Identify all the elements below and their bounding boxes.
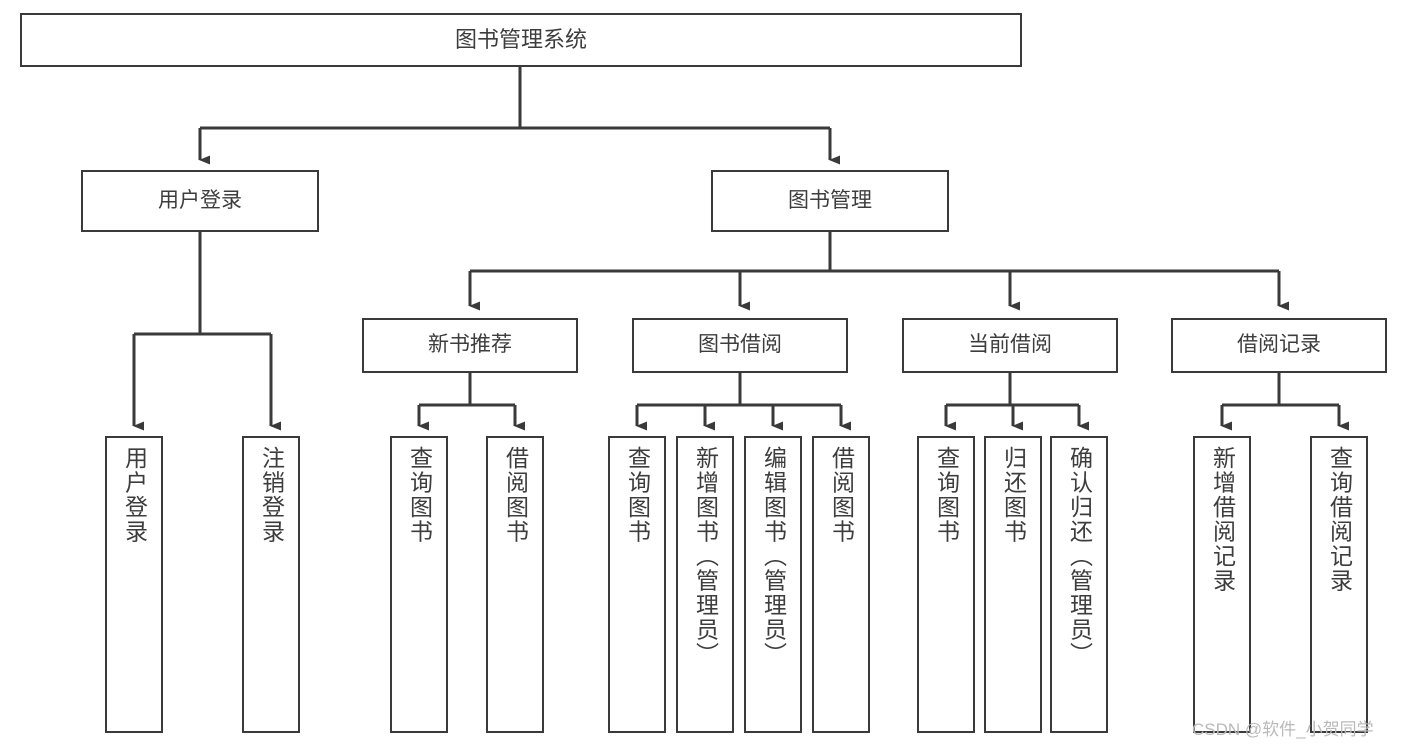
leaf-bb-query-book[interactable]: 查询图书 (608, 436, 666, 733)
node-new-book-recommend[interactable]: 新书推荐 (362, 318, 578, 373)
node-label: 查询借阅记录 (1326, 446, 1353, 593)
leaf-cb-query-book[interactable]: 查询图书 (917, 436, 975, 733)
node-book-borrow[interactable]: 图书借阅 (632, 318, 848, 373)
leaf-user-login[interactable]: 用户登录 (105, 436, 163, 733)
node-label: 图书管理系统 (454, 27, 587, 53)
node-label: 用户登录 (121, 446, 148, 544)
leaf-cb-confirm-return-admin[interactable]: 确认归还（管理员） (1050, 436, 1108, 733)
node-label: 查询图书 (933, 446, 960, 544)
leaf-br-add-record[interactable]: 新增借阅记录 (1193, 436, 1251, 733)
node-user-login[interactable]: 用户登录 (81, 170, 319, 232)
node-label: 图书借阅 (698, 333, 782, 357)
node-label: 借阅图书 (828, 446, 855, 544)
node-label: 新书推荐 (428, 333, 512, 357)
node-current-borrow[interactable]: 当前借阅 (902, 318, 1118, 373)
node-borrow-record[interactable]: 借阅记录 (1171, 318, 1387, 373)
node-label: 确认归还（管理员） (1066, 446, 1093, 667)
node-label: 新增图书（管理员） (692, 446, 719, 667)
leaf-bb-add-book-admin[interactable]: 新增图书（管理员） (676, 436, 734, 733)
node-book-management[interactable]: 图书管理 (711, 170, 949, 232)
node-label: 查询图书 (406, 446, 433, 544)
leaf-cb-return-book[interactable]: 归还图书 (984, 436, 1042, 733)
leaf-logout[interactable]: 注销登录 (242, 436, 300, 733)
node-label: 注销登录 (258, 446, 285, 544)
leaf-nb-borrow-book[interactable]: 借阅图书 (486, 436, 544, 733)
node-label: 编辑图书（管理员） (760, 446, 787, 667)
node-label: 图书管理 (788, 188, 872, 212)
leaf-bb-edit-book-admin[interactable]: 编辑图书（管理员） (744, 436, 802, 733)
leaf-br-query-record[interactable]: 查询借阅记录 (1310, 436, 1368, 733)
node-label: 用户登录 (158, 188, 242, 212)
node-root-book-management-system[interactable]: 图书管理系统 (20, 13, 1022, 67)
node-label: 借阅记录 (1237, 333, 1321, 357)
node-label: 借阅图书 (502, 446, 529, 544)
node-label: 查询图书 (624, 446, 651, 544)
leaf-nb-query-book[interactable]: 查询图书 (390, 436, 448, 733)
node-label: 新增借阅记录 (1209, 446, 1236, 593)
node-label: 当前借阅 (968, 333, 1052, 357)
node-label: 归还图书 (1000, 446, 1027, 544)
leaf-bb-borrow-book[interactable]: 借阅图书 (812, 436, 870, 733)
